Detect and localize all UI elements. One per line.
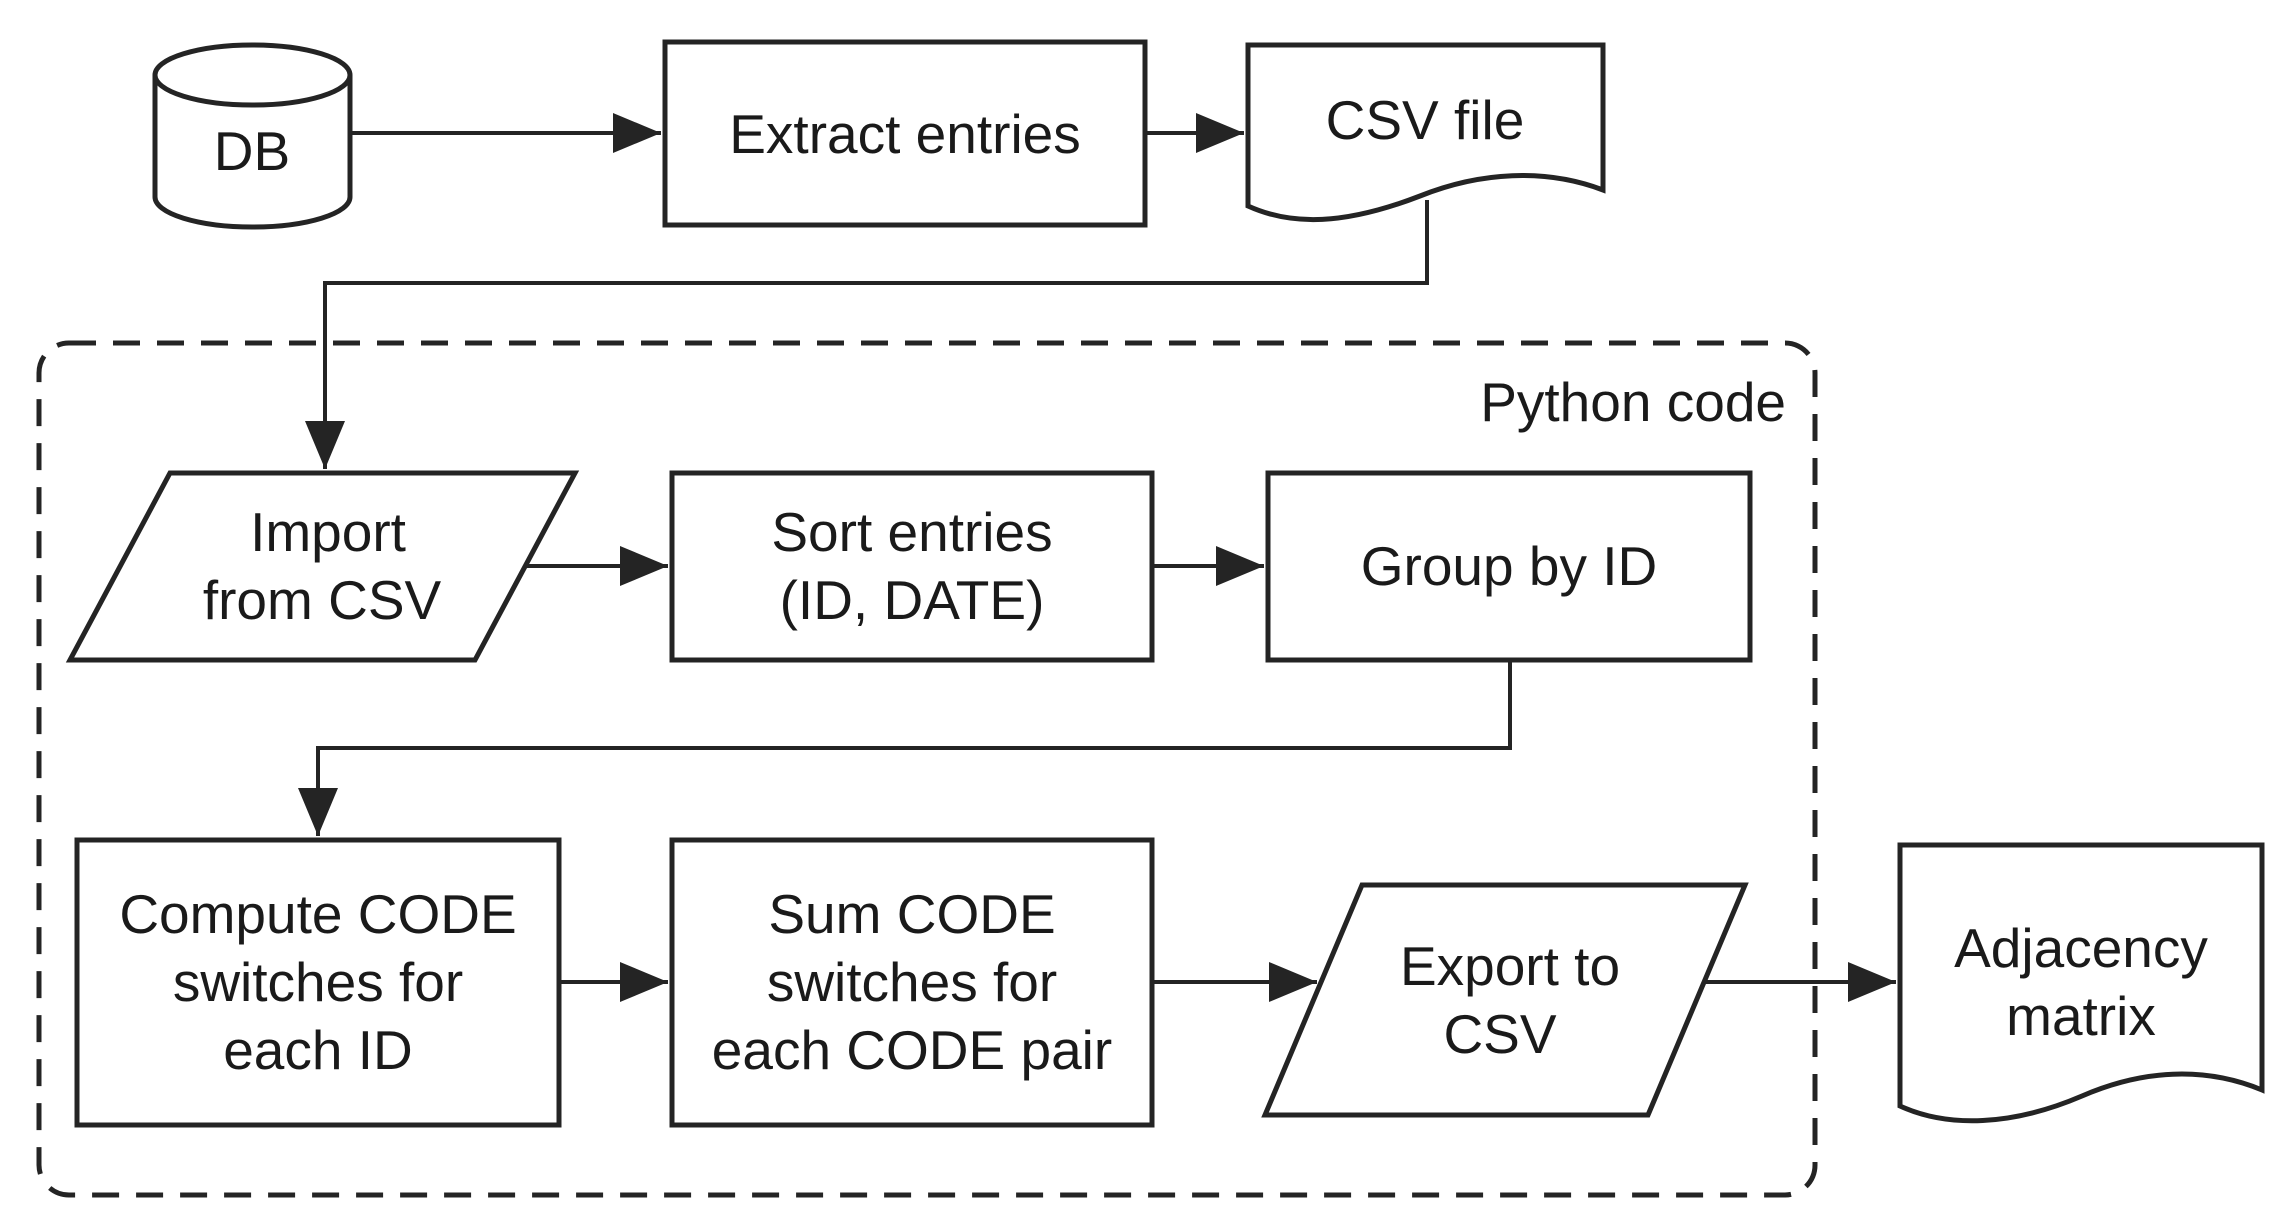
db-cylinder-top xyxy=(152,42,353,108)
db-label: DB xyxy=(214,120,290,182)
adjacency-matrix-label-line2: matrix xyxy=(2006,985,2156,1047)
python-code-label: Python code xyxy=(1480,371,1786,433)
sort-entries-rect xyxy=(669,470,1155,663)
import-from-csv-parallelogram xyxy=(65,470,580,663)
edge-csvfile-to-import xyxy=(305,200,1429,469)
python-code-container: Python code xyxy=(36,340,1818,1198)
export-to-csv-label-line1: Export to xyxy=(1400,935,1620,997)
import-from-csv-label-line2: from CSV xyxy=(203,569,442,631)
import-from-csv-label-line1: Import xyxy=(250,501,406,563)
group-by-id-label: Group by ID xyxy=(1361,535,1658,597)
export-to-csv-label-line2: CSV xyxy=(1443,1003,1556,1065)
sum-code-switches-label-line3: each CODE pair xyxy=(712,1019,1112,1081)
group-by-id-rect xyxy=(1265,470,1753,663)
node-sum-code-switches: Sum CODE switches for each CODE pair xyxy=(669,837,1155,1128)
sort-entries-label-line2: (ID, DATE) xyxy=(780,569,1045,631)
db-cylinder-body xyxy=(152,75,353,230)
node-csv-file: CSV file xyxy=(1245,42,1606,223)
compute-code-switches-label-line1: Compute CODE xyxy=(119,883,516,945)
node-compute-code-switches: Compute CODE switches for each ID xyxy=(74,837,562,1128)
node-group-by-id: Group by ID xyxy=(1265,470,1753,663)
edge-group-to-compute xyxy=(298,660,1512,836)
adjacency-matrix-document-shape xyxy=(1897,842,2265,1124)
csv-file-document-shape xyxy=(1245,42,1606,223)
node-export-to-csv: Export to CSV xyxy=(1261,882,1749,1118)
node-adjacency-matrix: Adjacency matrix xyxy=(1897,842,2265,1124)
python-code-dashed-border xyxy=(36,340,1818,1198)
compute-code-switches-label-line3: each ID xyxy=(223,1019,413,1081)
compute-code-switches-label-line2: switches for xyxy=(173,951,463,1013)
sort-entries-label-line1: Sort entries xyxy=(771,501,1052,563)
node-sort-entries: Sort entries (ID, DATE) xyxy=(669,470,1155,663)
csv-file-label: CSV file xyxy=(1326,89,1525,151)
extract-entries-label: Extract entries xyxy=(729,103,1081,165)
sum-code-switches-rect xyxy=(669,837,1155,1128)
compute-code-switches-rect xyxy=(74,837,562,1128)
sum-code-switches-label-line1: Sum CODE xyxy=(768,883,1055,945)
node-extract-entries: Extract entries xyxy=(662,39,1148,228)
node-db: DB xyxy=(152,42,353,230)
extract-entries-rect xyxy=(662,39,1148,228)
node-import-from-csv: Import from CSV xyxy=(65,470,580,663)
connectors xyxy=(298,113,1896,1002)
adjacency-matrix-label-line1: Adjacency xyxy=(1954,917,2208,979)
sum-code-switches-label-line2: switches for xyxy=(767,951,1057,1013)
export-to-csv-parallelogram xyxy=(1261,882,1749,1118)
